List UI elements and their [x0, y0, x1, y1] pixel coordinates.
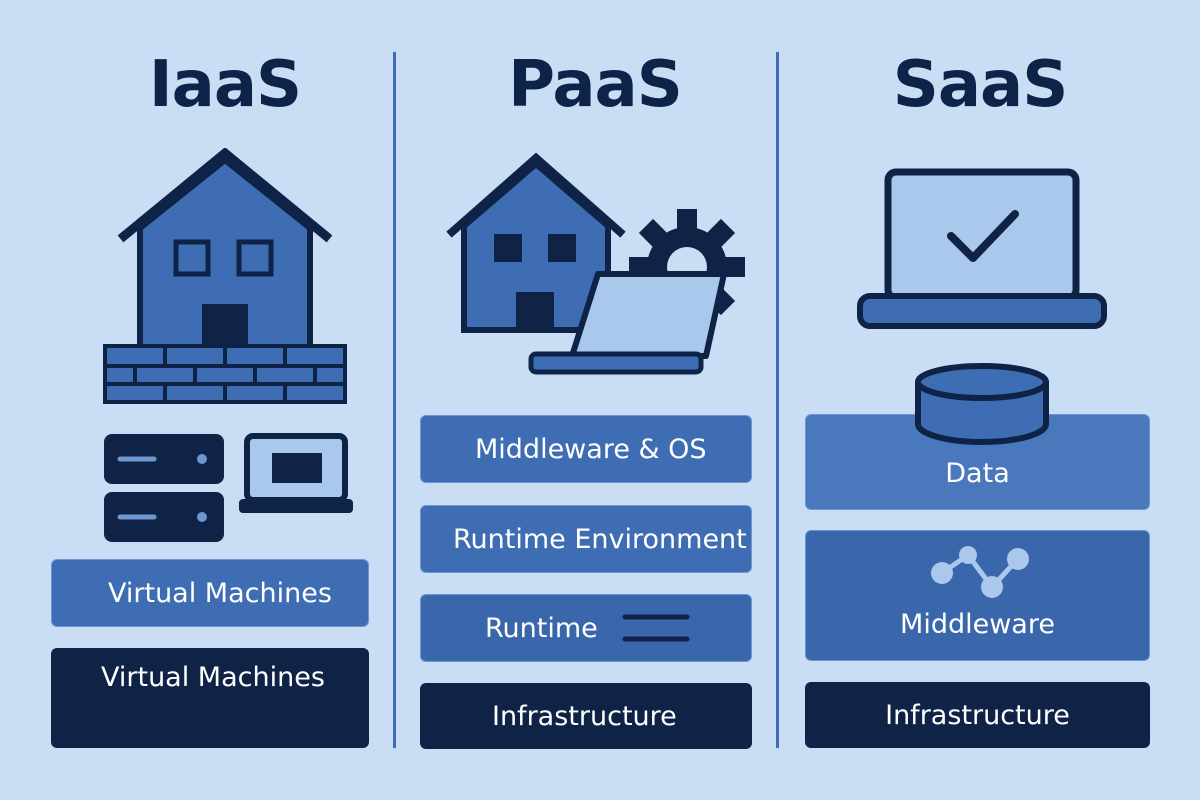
iaas-title: IaaS — [148, 48, 302, 122]
layer-label: Infrastructure — [492, 700, 677, 732]
paas-layer-runtime-environment: Runtime Environment — [420, 505, 752, 573]
column-divider-left — [393, 52, 396, 748]
layer-label: Virtual Machines — [101, 662, 325, 693]
laptop-icon — [528, 271, 727, 375]
checkmark-icon — [947, 210, 1019, 262]
menu-lines-icon — [622, 614, 690, 642]
saas-title: SaaS — [892, 48, 1069, 122]
laptop-icon — [857, 168, 1107, 329]
layer-label: Runtime — [485, 612, 598, 644]
layer-label: Middleware & OS — [475, 433, 707, 465]
saas-layer-infrastructure: Infrastructure — [805, 682, 1150, 748]
paas-layer-runtime: Runtime — [420, 594, 752, 662]
network-nodes-icon — [931, 546, 1029, 598]
paas-layer-infrastructure: Infrastructure — [420, 683, 752, 749]
layer-label: Middleware — [900, 609, 1055, 640]
database-icon — [915, 363, 1049, 445]
layer-label: Runtime Environment — [453, 523, 747, 555]
house-icon — [117, 148, 333, 351]
brick-wall-icon — [103, 344, 347, 404]
layer-label: Virtual Machines — [108, 577, 332, 609]
layer-label: Data — [945, 457, 1010, 489]
server-rack-icon — [104, 434, 224, 542]
iaas-layer-virtual-machines-base: Virtual Machines — [51, 648, 369, 748]
laptop-icon — [239, 433, 353, 513]
iaas-layer-virtual-machines: Virtual Machines — [51, 559, 369, 627]
house-icon — [446, 152, 626, 333]
layer-label: Infrastructure — [885, 699, 1070, 731]
paas-title: PaaS — [508, 48, 683, 122]
paas-layer-middleware-os: Middleware & OS — [420, 415, 752, 483]
column-divider-right — [776, 52, 779, 748]
saas-layer-middleware: Middleware — [805, 530, 1150, 661]
